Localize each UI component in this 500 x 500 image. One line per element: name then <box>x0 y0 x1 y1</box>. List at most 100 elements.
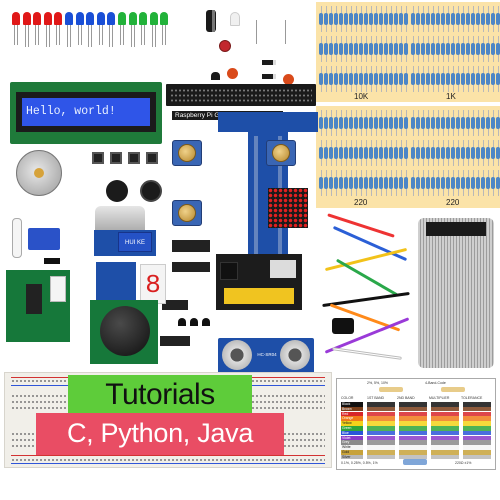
resistor <box>324 66 328 92</box>
resistor <box>441 36 445 62</box>
resistor <box>411 170 415 196</box>
resistor <box>344 140 348 166</box>
resistor <box>369 36 373 62</box>
resistor <box>416 110 420 136</box>
led-leg <box>120 25 121 45</box>
led-leg <box>38 25 40 45</box>
resistor <box>456 140 460 166</box>
gpio-extension-board <box>218 112 318 262</box>
led-leg <box>112 25 114 47</box>
resistor <box>491 36 495 62</box>
resistor <box>339 140 343 166</box>
potentiometer-1-knob <box>178 144 196 162</box>
resistor <box>431 6 435 32</box>
resistor <box>431 110 435 136</box>
blue-led <box>96 12 105 25</box>
resistor <box>399 110 403 136</box>
resistor <box>466 110 470 136</box>
resistor <box>491 140 495 166</box>
resistor <box>446 170 450 196</box>
resistor <box>486 66 490 92</box>
red-led <box>54 12 63 25</box>
color-card-row: Yellow <box>339 421 493 426</box>
color-card-cell <box>367 450 395 455</box>
resistor <box>404 36 408 62</box>
ribbon-cable <box>418 218 494 368</box>
color-card-cell <box>431 406 459 412</box>
ic-chip-4 <box>160 336 190 346</box>
resistor <box>436 36 440 62</box>
led-leg <box>130 25 132 47</box>
resistor <box>369 140 373 166</box>
color-card-cell <box>463 416 491 421</box>
joystick-knob <box>100 306 150 356</box>
diode-2 <box>262 74 276 79</box>
resistor <box>394 110 398 136</box>
resistor <box>339 6 343 32</box>
resistor <box>486 170 490 196</box>
color-card-cell <box>399 416 427 421</box>
resistor <box>329 140 333 166</box>
resistor <box>416 6 420 32</box>
ultrasonic-transducer-right <box>280 340 310 370</box>
led-dot-matrix <box>268 188 308 228</box>
color-card-cell <box>431 430 459 436</box>
resistor <box>349 140 353 166</box>
resistor <box>426 66 430 92</box>
ic-chip-3 <box>162 300 188 310</box>
color-card-cell <box>431 450 459 455</box>
color-card-footer-right: 220Ω ±1% <box>455 461 472 465</box>
color-card-color-name: Black <box>341 402 363 407</box>
color-card-cell <box>399 435 427 441</box>
resistor <box>394 170 398 196</box>
resistor-value-label: 220 <box>354 198 368 207</box>
banner-subtitle: C, Python, Java <box>36 413 284 455</box>
resistor <box>441 110 445 136</box>
color-card-color-name: White <box>341 445 363 450</box>
resistor <box>359 110 363 136</box>
color-card-cell <box>367 430 395 436</box>
resistor <box>481 140 485 166</box>
color-card-cell <box>463 421 491 426</box>
red-led <box>33 12 42 25</box>
resistor <box>354 36 358 62</box>
color-card-cell <box>399 411 427 417</box>
resistor <box>374 110 378 136</box>
resistor <box>334 170 338 196</box>
ceramic-capacitor-1 <box>227 68 238 79</box>
color-card-column-header: TOLERANCE <box>461 396 483 400</box>
resistor <box>496 36 500 62</box>
resistor-value-label: 220 <box>446 198 460 207</box>
red-led <box>22 12 31 25</box>
ic-chip-1 <box>172 240 210 252</box>
resistor <box>369 170 373 196</box>
resistor <box>354 170 358 196</box>
resistor <box>441 140 445 166</box>
resistor <box>324 6 328 32</box>
resistor <box>399 66 403 92</box>
color-card-row: White <box>339 445 493 450</box>
color-card-row: Red <box>339 411 493 417</box>
led-leg <box>154 25 156 47</box>
resistor <box>491 170 495 196</box>
resistor <box>421 140 425 166</box>
color-card-cell <box>367 445 395 450</box>
color-card-cell <box>431 454 459 460</box>
led-leg <box>123 25 124 45</box>
resistor <box>461 110 465 136</box>
resistor <box>491 6 495 32</box>
green-led <box>160 12 169 25</box>
resistor <box>411 110 415 136</box>
resistor <box>476 170 480 196</box>
led-leg <box>162 25 164 45</box>
resistor <box>344 36 348 62</box>
color-card-cell <box>367 435 395 441</box>
resistor <box>431 66 435 92</box>
blue-led <box>75 12 84 25</box>
resistor <box>461 6 465 32</box>
transistor-1 <box>211 72 220 80</box>
resistor <box>329 66 333 92</box>
led-leg <box>141 25 143 45</box>
resistor <box>334 66 338 92</box>
resistor <box>379 110 383 136</box>
